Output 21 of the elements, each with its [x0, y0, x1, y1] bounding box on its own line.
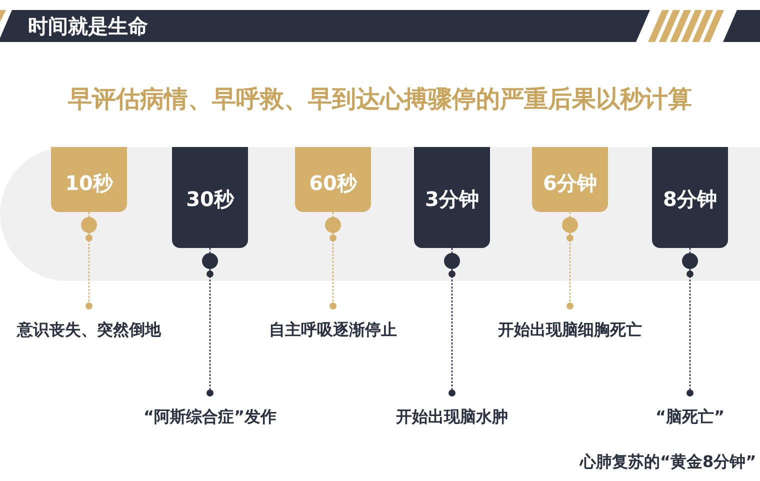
leader-line: [81, 212, 97, 310]
event-text: “脑死亡”: [656, 393, 725, 431]
time-tab: 3分钟: [414, 147, 490, 248]
time-tab: 8分钟: [652, 147, 728, 248]
time-tab: 6分钟: [532, 147, 608, 212]
event-text: 自主呼吸逐渐停止: [269, 306, 397, 344]
time-tab: 30秒: [172, 147, 248, 248]
leader-line: [202, 248, 218, 396]
event-text: 意识丧失、突然倒地: [17, 306, 161, 344]
leader-line: [562, 212, 578, 310]
leader-line: [682, 248, 698, 396]
leader-line: [444, 248, 460, 396]
leader-line: [325, 212, 341, 310]
event-text: “阿斯综合症”发作: [144, 393, 277, 431]
subtitle: 早评估病情、早呼救、早到达心搏骤停的严重后果以秒计算: [67, 84, 693, 115]
note-text: 心肺复苏的“黄金8分钟”: [580, 452, 756, 473]
page-title: 时间就是生命: [28, 13, 148, 40]
time-tab: 10秒: [51, 147, 127, 212]
event-text: 开始出现脑水肿: [396, 393, 508, 431]
event-text: 开始出现脑细胸死亡: [498, 306, 642, 344]
time-tab: 60秒: [295, 147, 371, 212]
